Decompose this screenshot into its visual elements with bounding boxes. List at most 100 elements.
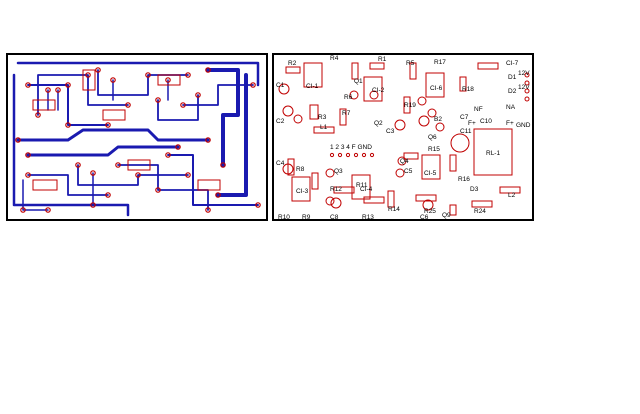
component-label: R13 — [362, 214, 374, 219]
resistor-outline — [471, 200, 493, 208]
capacitor-outline — [282, 163, 294, 175]
transistor-outline — [349, 90, 359, 100]
solder-pad — [205, 137, 211, 143]
ic-footprint — [157, 74, 181, 86]
component-label: L1 — [320, 124, 328, 131]
component-label: R6 — [344, 94, 353, 101]
solder-pad — [105, 192, 111, 198]
component-label: Q9 — [442, 212, 451, 219]
resistor-outline — [339, 108, 347, 126]
solder-pad — [20, 207, 26, 213]
component-label: NF — [474, 106, 483, 113]
component-label: 12V — [518, 84, 530, 91]
connector-pad — [329, 152, 335, 158]
copper-layer-drawing — [12, 61, 261, 217]
trace — [16, 128, 210, 142]
solder-pad — [220, 162, 226, 168]
component-label: R25 — [424, 208, 436, 215]
component-label: 12V — [518, 70, 530, 77]
solder-pad — [25, 172, 31, 178]
component-label: R17 — [434, 59, 446, 66]
solder-pad — [175, 144, 181, 150]
component-label: GND — [516, 122, 531, 129]
resistor-outline — [287, 158, 295, 176]
component-label: R18 — [462, 86, 474, 93]
component-label: C3 — [386, 128, 395, 135]
component-label: CI-7 — [506, 60, 519, 67]
transistor-outline — [397, 156, 407, 166]
component-label: NA — [506, 104, 516, 111]
component-footprints — [278, 62, 530, 216]
component-label: CI-2 — [372, 87, 385, 94]
solder-pad — [95, 67, 101, 73]
capacitor-outline — [435, 122, 445, 132]
copper-pads — [15, 67, 261, 213]
capacitor-outline — [394, 119, 406, 131]
component-label: 1 2 3 4 F GND — [330, 144, 372, 151]
component-label: R5 — [406, 60, 415, 67]
solder-pad — [65, 82, 71, 88]
resistor-outline — [459, 76, 467, 92]
solder-pad — [110, 77, 116, 83]
component-label: C5 — [404, 168, 413, 175]
ic-outline — [291, 176, 311, 202]
ic-outline — [303, 62, 323, 88]
component-label: CI-1 — [306, 83, 319, 90]
relay-outline — [473, 128, 513, 176]
transistor-outline — [395, 168, 405, 178]
ic-footprint — [127, 159, 151, 171]
trace — [37, 74, 129, 116]
capacitor-outline — [282, 105, 294, 117]
solder-pad — [125, 102, 131, 108]
component-label: CI-6 — [430, 85, 443, 92]
component-label: R1 — [378, 56, 387, 63]
solder-pad — [180, 102, 186, 108]
solder-pad — [215, 192, 221, 198]
component-label: R24 — [474, 208, 486, 215]
connector-pad — [337, 152, 343, 158]
component-label: R8 — [296, 166, 305, 173]
trace — [167, 154, 259, 206]
solder-pad — [205, 67, 211, 73]
component-label: C6 — [420, 214, 429, 219]
solder-pad — [75, 162, 81, 168]
solder-pad — [85, 72, 91, 78]
solder-pad — [90, 170, 96, 176]
trace — [97, 69, 189, 96]
component-label: C10 — [480, 118, 492, 125]
resistor-outline — [403, 96, 411, 114]
component-label: C2 — [276, 118, 285, 125]
component-label: Q1 — [354, 78, 363, 85]
trace — [16, 61, 260, 87]
ic-outline — [363, 76, 383, 102]
connector-pad — [369, 152, 375, 158]
transistor-outline — [293, 114, 303, 124]
solder-pad — [90, 202, 96, 208]
resistor-outline — [363, 196, 385, 204]
solder-pad — [155, 187, 161, 193]
resistor-outline — [369, 62, 385, 70]
ic-footprint — [82, 69, 96, 91]
terminal-pad — [524, 72, 530, 78]
component-label: Q3 — [334, 168, 343, 175]
ic-outline — [421, 154, 441, 180]
component-label: R12 — [330, 186, 342, 193]
component-label: C8 — [330, 214, 339, 219]
solder-pad — [65, 122, 71, 128]
capacitor-outline — [427, 108, 437, 118]
solder-pad — [250, 82, 256, 88]
component-label: CI-3 — [296, 188, 309, 195]
component-label: R11 — [356, 182, 368, 189]
component-label: D3 — [470, 186, 479, 193]
resistor-outline — [387, 190, 395, 208]
connector-pad — [353, 152, 359, 158]
component-label: CI-5 — [424, 170, 437, 177]
component-label: CI-4 — [360, 186, 373, 193]
ic-footprint — [32, 99, 56, 111]
component-label: Q4 — [400, 158, 409, 165]
solder-pad — [55, 87, 61, 93]
component-label: F+ — [468, 120, 476, 127]
solder-pad — [185, 72, 191, 78]
capacitor-outline — [330, 197, 342, 209]
solder-pad — [165, 152, 171, 158]
